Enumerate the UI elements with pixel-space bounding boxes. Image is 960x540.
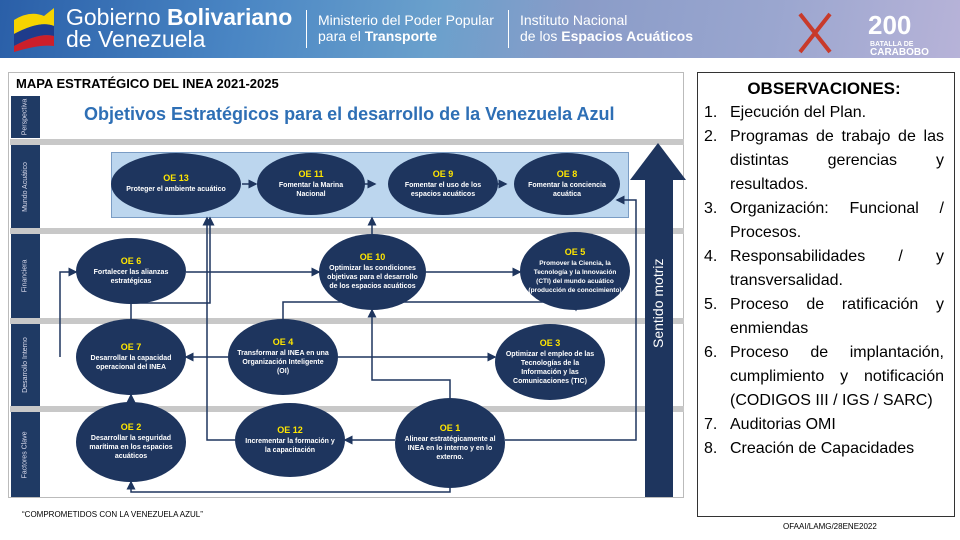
- observations-list: 1.Ejecución del Plan. 2.Programas de tra…: [704, 101, 944, 461]
- svg-text:CARABOBO: CARABOBO: [870, 47, 929, 56]
- observation-item: 5.Proceso de ratificación y enmiendas: [704, 296, 944, 337]
- row-divider: [10, 139, 684, 145]
- observation-item: 2.Programas de trabajo de las distintas …: [704, 128, 944, 193]
- observation-item: 4.Responsabilidades / y transversalidad.: [704, 248, 944, 289]
- row-label-factores-clave: Factores Clave: [11, 412, 40, 497]
- row-divider: [10, 318, 684, 324]
- row-label-financiera: Financiera: [11, 234, 40, 318]
- direction-arrow: [645, 180, 673, 497]
- map-subtitle: Objetivos Estratégicos para el desarroll…: [84, 104, 615, 124]
- observations-panel: OBSERVACIONES: 1.Ejecución del Plan. 2.P…: [697, 72, 955, 517]
- footer-slogan: “COMPROMETIDOS CON LA VENEZUELA AZUL”: [22, 510, 203, 519]
- svg-text:BATALLA DE: BATALLA DE: [870, 41, 914, 48]
- venezuela-flag-logo: [14, 8, 54, 52]
- row-label-desarrollo-interno: Desarrollo Interno: [11, 324, 40, 406]
- observation-item: 8.Creación de Capacidades: [704, 440, 915, 457]
- observations-title: OBSERVACIONES:: [747, 79, 901, 98]
- map-title: MAPA ESTRATÉGICO DEL INEA 2021-2025: [16, 76, 279, 91]
- bicentennial-logo: 200 BATALLA DE CARABOBO: [798, 10, 929, 56]
- direction-label: Sentido motriz: [650, 258, 666, 348]
- observation-item: 6.Proceso de implantación, cumplimiento …: [704, 344, 944, 409]
- svg-text:200: 200: [868, 10, 911, 40]
- row-divider: [10, 406, 684, 412]
- observation-item: 3.Organización: Funcional / Procesos.: [704, 200, 944, 241]
- observation-item: 7.Auditorias OMI: [704, 416, 836, 433]
- row-label-mundo-acuatico: Mundo Acuático: [11, 145, 40, 228]
- observation-item: 1.Ejecución del Plan.: [704, 104, 867, 121]
- footer-reference: OFAAI/LAMG/28ENE2022: [783, 522, 877, 531]
- row-label-perspectiva: Perspectiva: [11, 96, 40, 138]
- row-divider: [10, 228, 684, 234]
